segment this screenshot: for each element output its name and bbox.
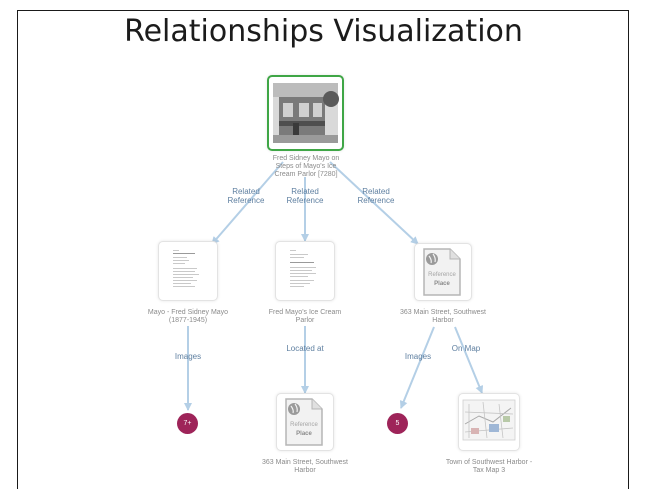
- place-type-label: Reference: [428, 272, 456, 278]
- edge-label-related-3: Related Reference: [357, 187, 395, 205]
- document-thumbnail-icon: [276, 242, 334, 300]
- node-root-photo[interactable]: [267, 75, 344, 151]
- edge-label-located-at: Located at: [286, 344, 324, 353]
- node-mayo-caption: Mayo - Fred Sidney Mayo (1877-1945): [147, 309, 229, 324]
- page-title: Relationships Visualization: [124, 14, 523, 49]
- edge-label-related-2: Related Reference: [286, 187, 324, 205]
- place-page-icon: Reference Place: [285, 398, 323, 446]
- map-thumbnail-icon: [462, 399, 516, 441]
- node-place-2-caption: 363 Main Street, Southwest Harbor: [262, 459, 348, 474]
- photo-thumbnail-icon: [273, 83, 339, 143]
- edge-label-related-1: Related Reference: [227, 187, 265, 205]
- reference-page-icon: [285, 398, 323, 446]
- place-type-label: Reference: [290, 422, 318, 428]
- place-kind-label: Place: [434, 281, 450, 287]
- node-parlor-caption: Fred Mayo's Ice Cream Parlor: [268, 309, 342, 324]
- edge-place-images: [399, 326, 435, 409]
- edge-root-place: [329, 161, 419, 245]
- slide-frame: [17, 10, 629, 489]
- place-page-icon: Reference Place: [423, 248, 461, 296]
- edge-root-mayo: [211, 161, 284, 245]
- node-tax-map[interactable]: [458, 393, 520, 451]
- node-place-reference-2[interactable]: Reference Place: [276, 393, 334, 451]
- images-count-badge-mayo[interactable]: 7+: [177, 413, 198, 434]
- place-kind-label: Place: [296, 431, 312, 437]
- node-mayo-document[interactable]: [158, 241, 218, 301]
- edge-label-images-1: Images: [174, 352, 202, 361]
- images-count-badge-place[interactable]: 5: [387, 413, 408, 434]
- reference-page-icon: [423, 248, 461, 296]
- edge-place-map: [454, 326, 484, 394]
- node-place-reference[interactable]: Reference Place: [414, 243, 472, 301]
- node-place-caption: 363 Main Street, Southwest Harbor: [400, 309, 486, 324]
- edge-label-images-2: Images: [404, 352, 432, 361]
- document-thumbnail-icon: [159, 242, 217, 300]
- edge-label-on-map: On Map: [451, 344, 481, 353]
- node-parlor-document[interactable]: [275, 241, 335, 301]
- node-root-caption: Fred Sidney Mayo on Steps of Mayo's Ice …: [272, 155, 340, 178]
- node-tax-map-caption: Town of Southwest Harbor - Tax Map 3: [445, 459, 533, 474]
